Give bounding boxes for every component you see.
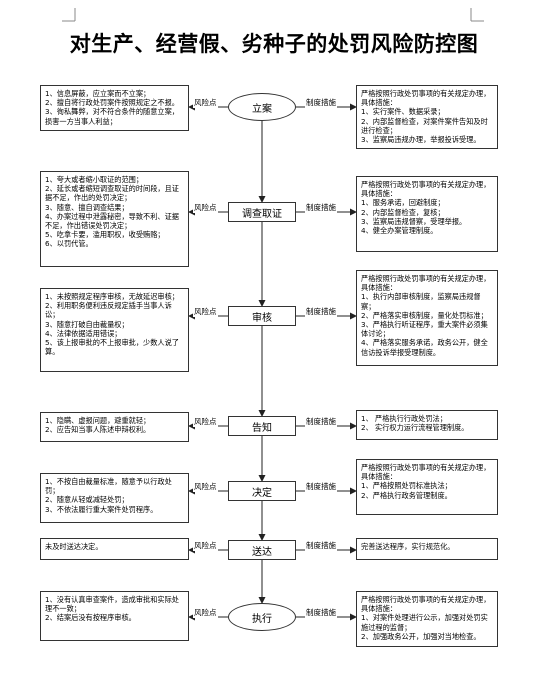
measure-label: 制度措施 [305,607,337,618]
measure-label: 制度措施 [305,481,337,492]
measure-label: 制度措施 [305,540,337,551]
measure-label: 制度措施 [305,202,337,213]
text-line: 2、利用职务便利违反规定插手当事人诉讼； [45,301,172,320]
stage-node: 决定 [228,481,296,501]
text-line: 1、 严格执行行政处罚法； [361,414,447,423]
text-line: 3、随意打破自由裁量权； [45,319,129,329]
stage-node: 告知 [228,416,296,436]
text-line: 2、严格执行政务管理制度。 [361,490,452,500]
risk-box: 1、不按自由裁量标准，随意予以行政处罚；2、随意从轻或减轻处罚；3、不依法履行重… [40,473,189,523]
stage-node: 送达 [228,540,296,560]
measure-box: 严格按照行政处罚事项的有关规定办理，具体措施：1、服务承诺，回避制度；2、内部监… [356,176,498,252]
text-line: 2、 实行权力运行流程管理制度。 [361,423,469,433]
stage-node: 调查取证 [228,202,296,222]
text-line: 1、不按自由裁量标准，随意予以行政处罚； [45,477,172,496]
crop-mark-top-right [470,8,484,22]
text-line: 2、应告知当事人陈述申辩权利。 [45,425,151,435]
text-line: 3、徇私舞弊，对不符合条件的随意立案，损害一方当事人利益； [45,107,179,126]
measure-box: 1、 严格执行行政处罚法；2、 实行权力运行流程管理制度。 [356,410,498,440]
measure-label: 制度措施 [305,306,337,317]
measure-label: 制度措施 [305,97,337,108]
text-line: 1、隐瞒、虚报问题，避重就轻； [45,416,151,425]
text-line: 4、健全办案管理制度。 [361,226,438,236]
text-line: 1、实行案件、数据采录； [361,107,445,117]
text-line: 严格按照行政处罚事项的有关规定办理，具体措施： [361,274,491,293]
text-line: 未及时送达决定。 [45,542,103,551]
crop-mark-top-left [62,8,76,22]
text-line: 3、不依法履行重大案件处罚程序。 [45,504,158,514]
stage-node: 立案 [228,93,296,121]
page-title: 对生产、经营假、劣种子的处罚风险防控图 [69,32,479,56]
text-line: 1、严格按照处罚标准执法； [361,481,452,491]
text-line: 3、严格执行听证程序，重大案件必须集体讨论； [361,320,488,339]
text-line: 2、内部监督检查，复核； [361,207,445,217]
text-line: 1、执行内部审核制度，监察局违规督察； [361,292,481,311]
text-line: 5、该上报审批的不上报审批，少数人说了算。 [45,338,179,357]
text-line: 1、没有认真审查案件，造成审批和实际处理不一致； [45,595,179,614]
text-line: 严格按照行政处罚事项的有关规定办理，具体措施： [361,595,491,614]
text-line: 1、信息屏蔽，应立案而不立案； [45,89,151,98]
text-line: 严格按照行政处罚事项的有关规定办理，具体措施： [361,180,491,199]
risk-box: 1、信息屏蔽，应立案而不立案；2、擅自将行政处罚案件按照规定之不报。3、徇私舞弊… [40,85,189,131]
risk-box: 1、没有认真审查案件，造成审批和实际处理不一致；2、结案后没有按程序审核。 [40,591,189,641]
text-line: 1、夸大或者缩小取证的范围； [45,175,144,184]
measure-box: 完善送达程序，实行规范化。 [356,538,498,560]
risk-point-label: 风险点 [193,306,218,317]
risk-point-label: 风险点 [193,416,218,427]
text-line: 3、监察局违规督察，受理举报。 [361,216,467,226]
text-line: 4、严格落实服务承诺，政务公开，健全信访投诉举报受理制度。 [361,338,488,357]
text-line: 2、延长或者缩短调查取证的时间段，且证据不足，作出的处罚决定； [45,184,179,203]
text-line: 2、结案后没有按程序审核。 [45,613,136,623]
measure-box: 严格按照行政处罚事项的有关规定办理，具体措施：1、对案件处理进行公示，加强对处罚… [356,591,498,647]
text-line: 3、监察局违规办理，举报投诉受理。 [361,135,481,145]
stage-node: 执行 [228,603,296,631]
text-line: 2、严格落实审核制度，量化处罚标准； [361,310,488,320]
text-line: 2、擅自将行政处罚案件按照规定之不报。 [45,98,179,108]
text-line: 严格按照行政处罚事项的有关规定办理，具体措施： [361,463,491,482]
risk-point-label: 风险点 [193,540,218,551]
text-line: 6、以罚代管。 [45,239,93,249]
risk-point-label: 风险点 [193,202,218,213]
text-line: 3、随意、擅自调查结果； [45,202,129,212]
measure-box: 严格按照行政处罚事项的有关规定办理，具体措施：1、严格按照处罚标准执法；2、严格… [356,459,498,515]
measure-box: 严格按照行政处罚事项的有关规定办理，具体措施：1、执行内部审核制度，监察局违规督… [356,270,498,366]
measure-label: 制度措施 [305,416,337,427]
stage-node: 审核 [228,306,296,326]
text-line: 1、服务承诺，回避制度； [361,198,445,208]
risk-box: 1、隐瞒、虚报问题，避重就轻；2、应告知当事人陈述申辩权利。 [40,412,189,442]
text-line: 4、办案过程中泄露秘密，导致不利、证据不足，作出错误处罚决定； [45,211,179,231]
measure-box: 严格按照行政处罚事项的有关规定办理，具体措施：1、实行案件、数据采录；2、内部监… [356,85,498,149]
risk-point-label: 风险点 [193,607,218,618]
text-line: 完善送达程序，实行规范化。 [361,542,455,551]
risk-box: 1、未按照规定程序审核，无故延迟审核；2、利用职务便利违反规定插手当事人诉讼；3… [40,288,189,372]
text-line: 1、对案件处理进行公示，加强对处罚实施过程的监督； [361,613,488,632]
text-line: 2、内部监督检查，对案件案件告知及时进行检查； [361,116,488,135]
risk-point-label: 风险点 [193,97,218,108]
text-line: 2、随意从轻或减轻处罚； [45,495,129,505]
text-line: 5、吃拿卡要，滥用职权，收受贿赂； [45,230,165,240]
risk-point-label: 风险点 [193,481,218,492]
text-line: 4、法律依据适用错误； [45,328,122,338]
text-line: 2、加强政务公开，加强对当地检查。 [361,631,481,641]
risk-box: 1、夸大或者缩小取证的范围；2、延长或者缩短调查取证的时间段，且证据不足，作出的… [40,171,189,267]
text-line: 严格按照行政处罚事项的有关规定办理，具体措施： [361,89,491,108]
text-line: 1、未按照规定程序审核，无故延迟审核； [45,292,179,301]
risk-box: 未及时送达决定。 [40,538,189,560]
